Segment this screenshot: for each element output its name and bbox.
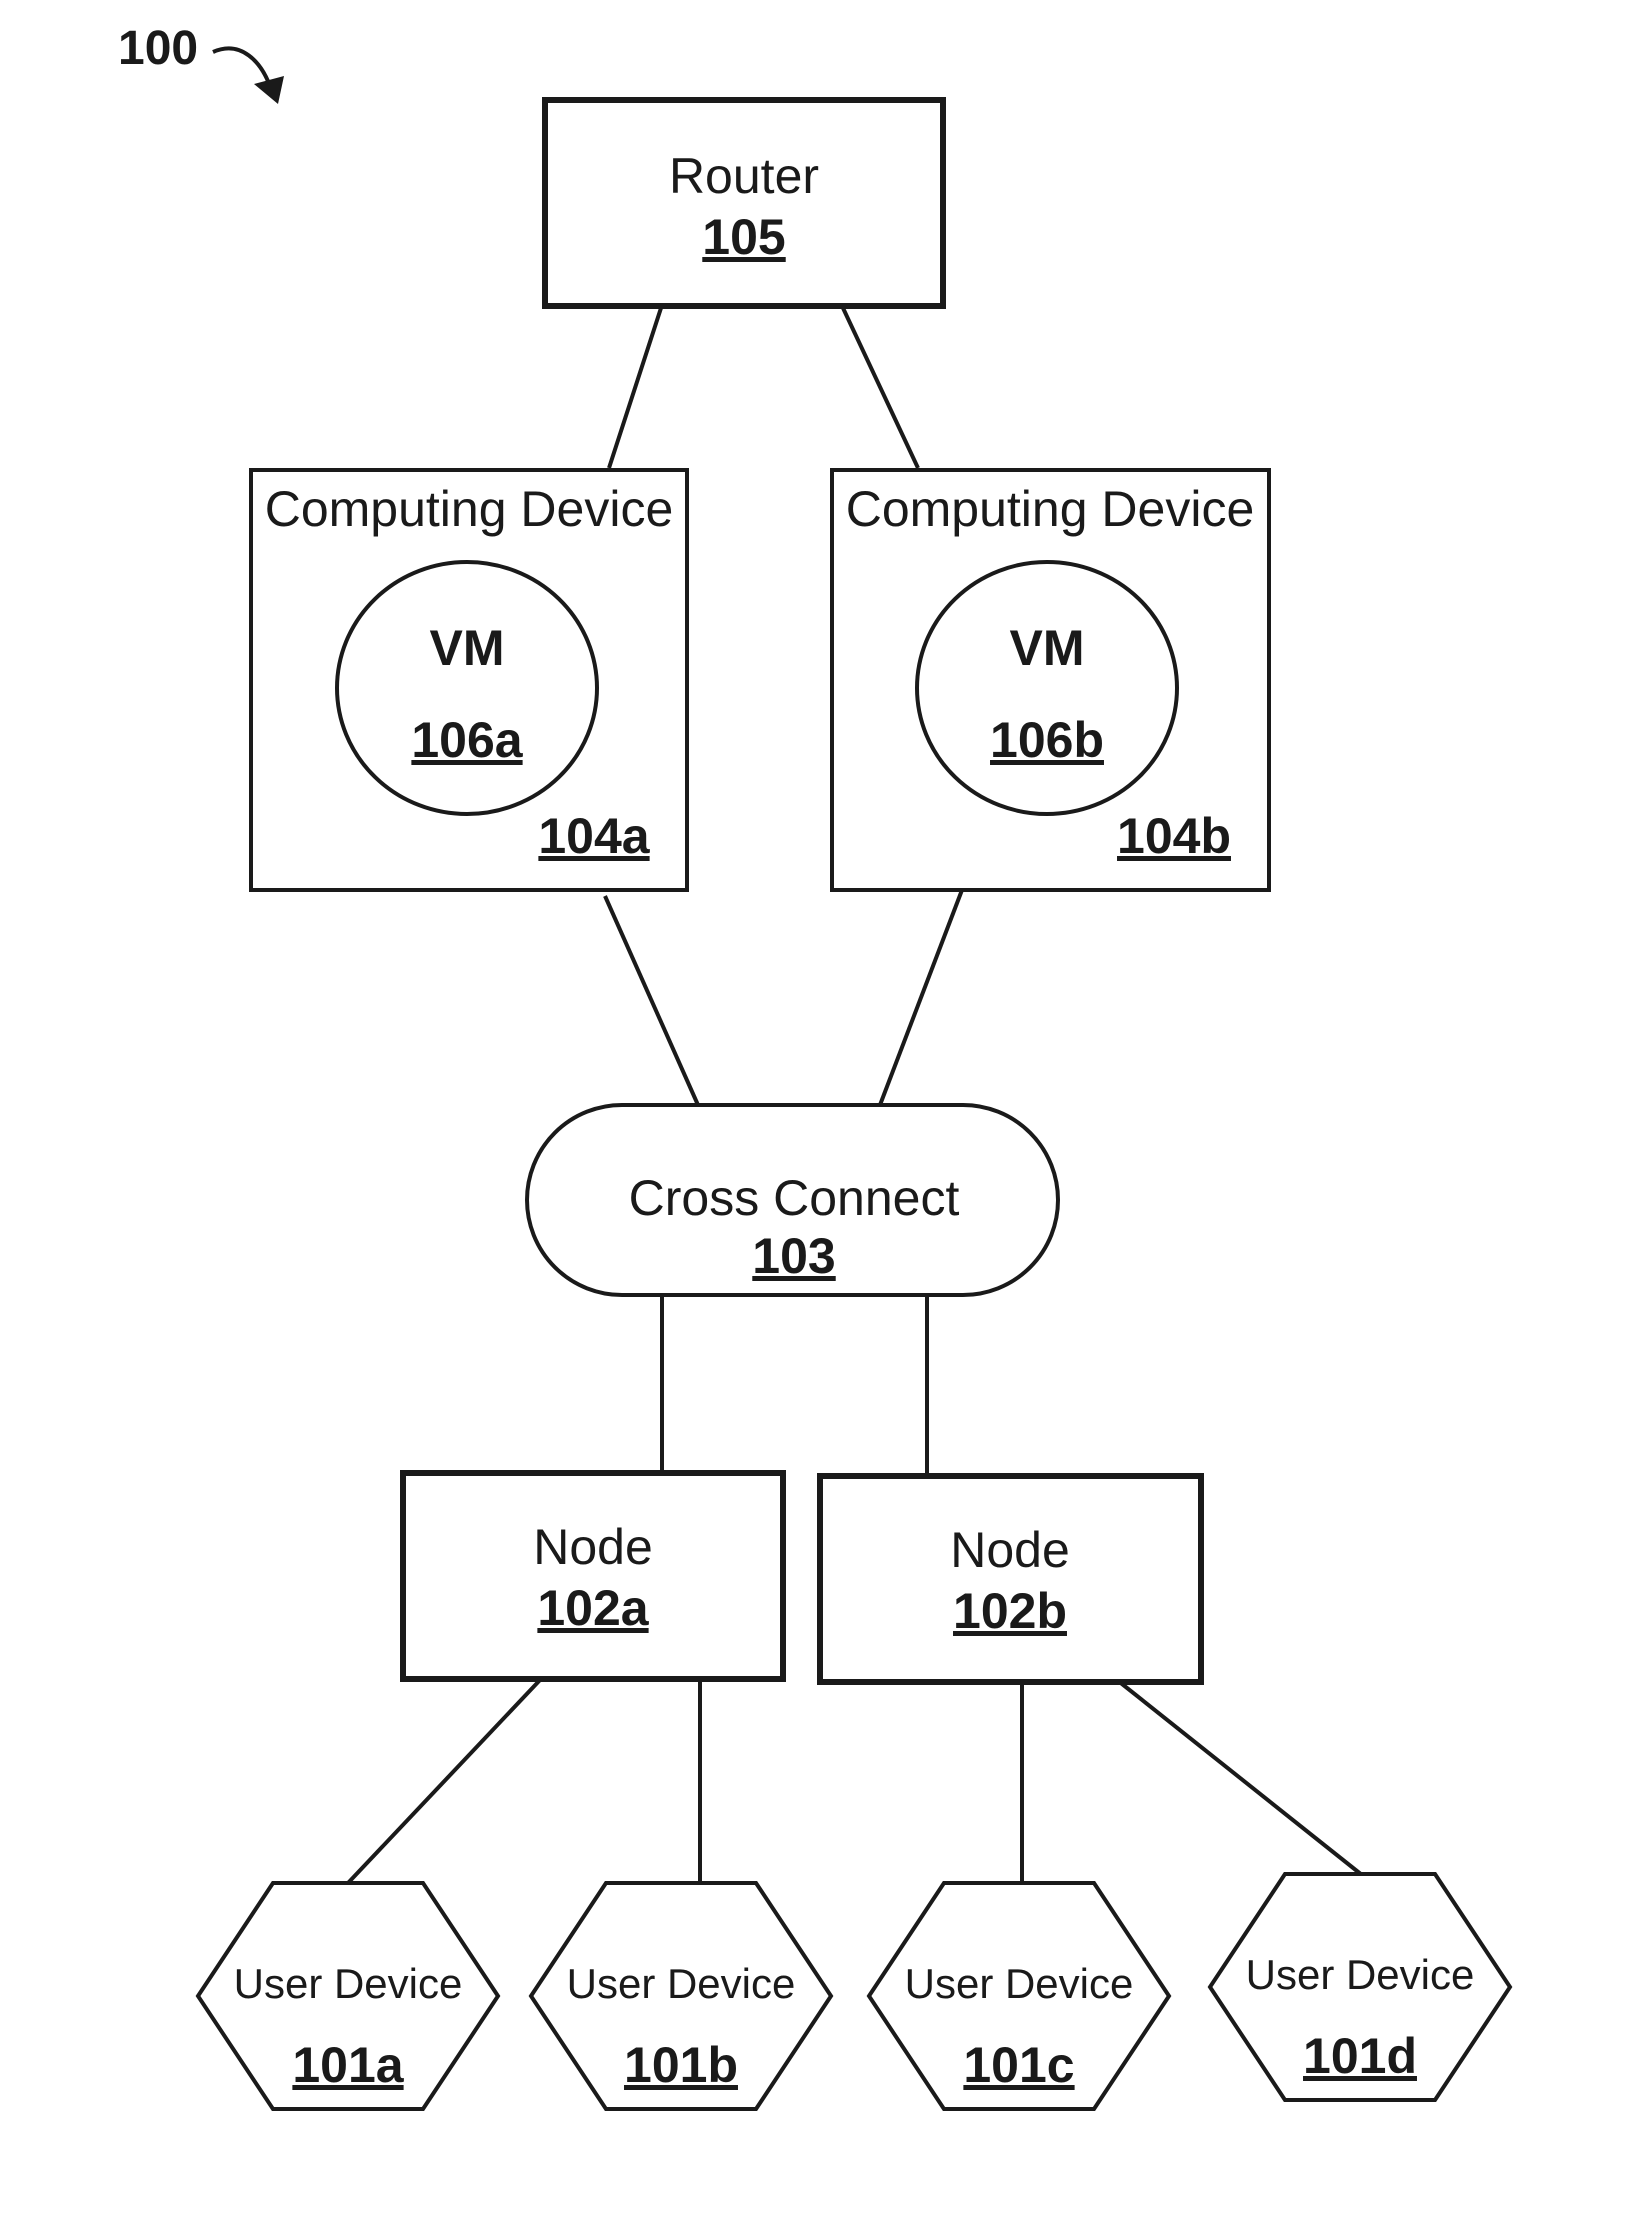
user-device-101a: User Device 101a [198,1883,498,2109]
node-label: Node [533,1519,653,1575]
computing-device-label: Computing Device [265,481,674,537]
user-device-ref: 101d [1303,2028,1417,2084]
user-device-label: User Device [905,1960,1134,2007]
link-102b-101d [1117,1680,1362,1875]
figure-ref-arrowhead [254,76,284,104]
router-ref: 105 [702,209,785,265]
user-device-ref: 101b [624,2037,738,2093]
vm-ref: 106a [411,712,523,768]
vm-circle [337,562,597,814]
computing-device-104b: Computing Device VM 106b 104b [832,470,1269,890]
user-device-ref: 101a [292,2037,404,2093]
computing-device-104a: Computing Device VM 106a 104a [251,470,687,890]
user-device-ref: 101c [963,2037,1074,2093]
cross-connect-103: Cross Connect 103 [527,1105,1058,1295]
router-105: Router 105 [545,100,943,306]
user-device-101c: User Device 101c [869,1883,1169,2109]
computing-device-ref: 104b [1117,808,1231,864]
user-device-label: User Device [234,1960,463,2007]
node-ref: 102b [953,1583,1067,1639]
node-102b: Node 102b [820,1476,1201,1682]
link-router-104a [609,308,661,468]
link-router-104b [843,308,918,468]
node-label: Node [950,1522,1070,1578]
user-device-label: User Device [567,1960,796,2007]
router-label: Router [669,148,819,204]
figure-ref-label: 100 [118,22,198,75]
cross-connect-ref: 103 [752,1228,835,1284]
node-box [403,1473,783,1679]
vm-label: VM [1010,620,1085,676]
link-102a-101a [348,1680,540,1883]
user-device-label: User Device [1246,1951,1475,1998]
link-104b-cross [880,890,962,1105]
computing-device-label: Computing Device [846,481,1255,537]
vm-ref: 106b [990,712,1104,768]
link-104a-cross [605,896,698,1105]
user-device-101d: User Device 101d [1210,1874,1510,2100]
node-box [820,1476,1201,1682]
computing-device-ref: 104a [538,808,650,864]
cross-connect-label: Cross Connect [629,1170,960,1226]
vm-circle [917,562,1177,814]
node-ref: 102a [537,1580,649,1636]
node-102a: Node 102a [403,1473,783,1679]
vm-label: VM [430,620,505,676]
user-device-101b: User Device 101b [531,1883,831,2109]
